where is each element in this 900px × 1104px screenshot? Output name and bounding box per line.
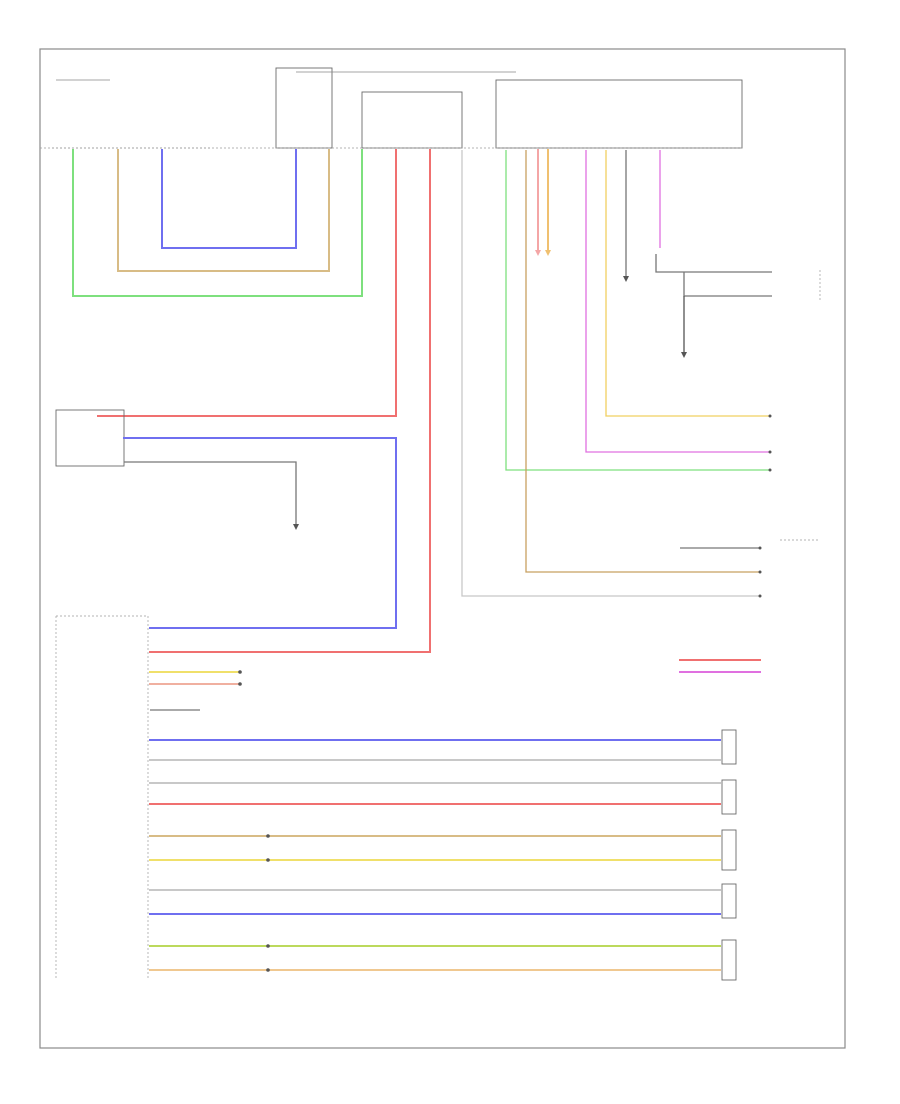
diagram-frame [39,48,846,1049]
arrow-orange [545,250,551,256]
splice-dots [238,414,772,972]
top-wires [72,149,821,653]
arrow-pink [535,250,541,256]
right-modules [721,729,737,981]
ground-arrow-left [293,524,299,530]
main-module [55,615,149,980]
sensor-left [55,409,125,467]
blue-sensor-wire [123,437,397,629]
top-middle-module [275,67,516,149]
ground-sensor-wire [124,461,297,524]
bottom-wires [149,547,761,971]
top-right-module [495,79,743,149]
top-left-module [52,79,210,149]
ground-arrow-right [681,352,687,358]
ground-arrow-top [623,276,629,282]
